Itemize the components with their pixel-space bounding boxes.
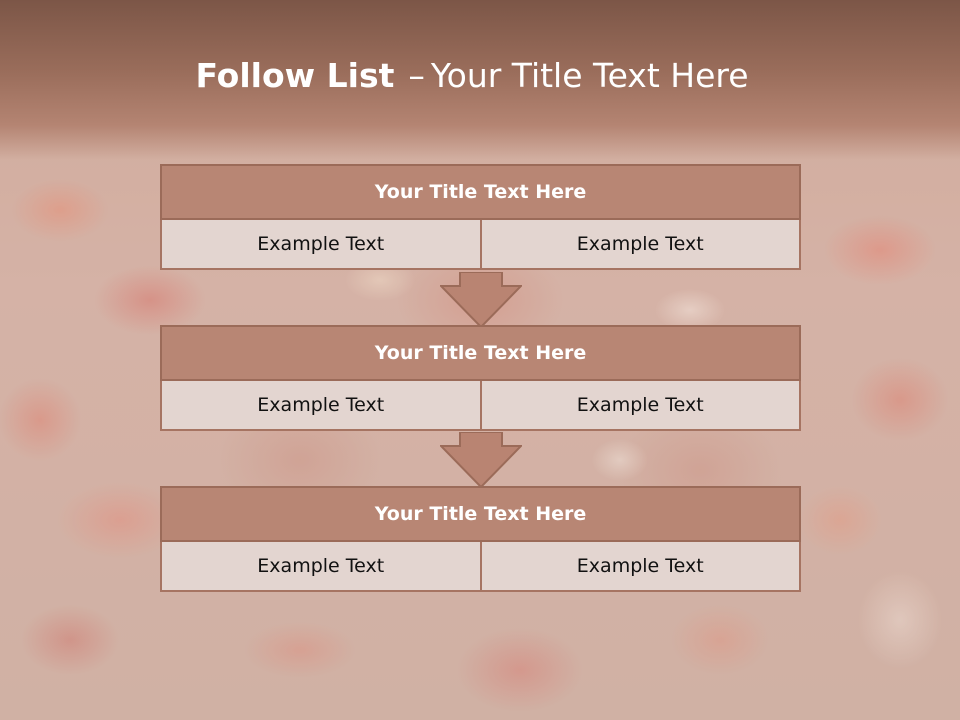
- list-block-1: Your Title Text Here Example Text Exampl…: [160, 164, 801, 270]
- slide-title: Follow List–Your Title Text Here: [0, 55, 944, 97]
- block-cell-right: Example Text: [481, 381, 801, 431]
- block-title: Your Title Text Here: [160, 164, 801, 220]
- list-block-3: Your Title Text Here Example Text Exampl…: [160, 486, 801, 592]
- block-row: Example Text Example Text: [160, 220, 801, 270]
- block-cell-left: Example Text: [160, 381, 482, 431]
- block-cell-right: Example Text: [481, 542, 801, 592]
- slide-title-lead: Follow List: [195, 56, 395, 95]
- block-cell-right: Example Text: [481, 220, 801, 270]
- block-cell-left: Example Text: [160, 542, 482, 592]
- slide-title-rest: Your Title Text Here: [430, 56, 749, 95]
- header-band: [0, 0, 960, 160]
- down-arrow-icon: [440, 432, 522, 488]
- block-row: Example Text Example Text: [160, 542, 801, 592]
- block-cell-left: Example Text: [160, 220, 482, 270]
- block-title: Your Title Text Here: [160, 486, 801, 542]
- list-block-2: Your Title Text Here Example Text Exampl…: [160, 325, 801, 431]
- block-title: Your Title Text Here: [160, 325, 801, 381]
- down-arrow-icon: [440, 272, 522, 328]
- block-row: Example Text Example Text: [160, 381, 801, 431]
- slide-title-separator: –: [408, 56, 425, 95]
